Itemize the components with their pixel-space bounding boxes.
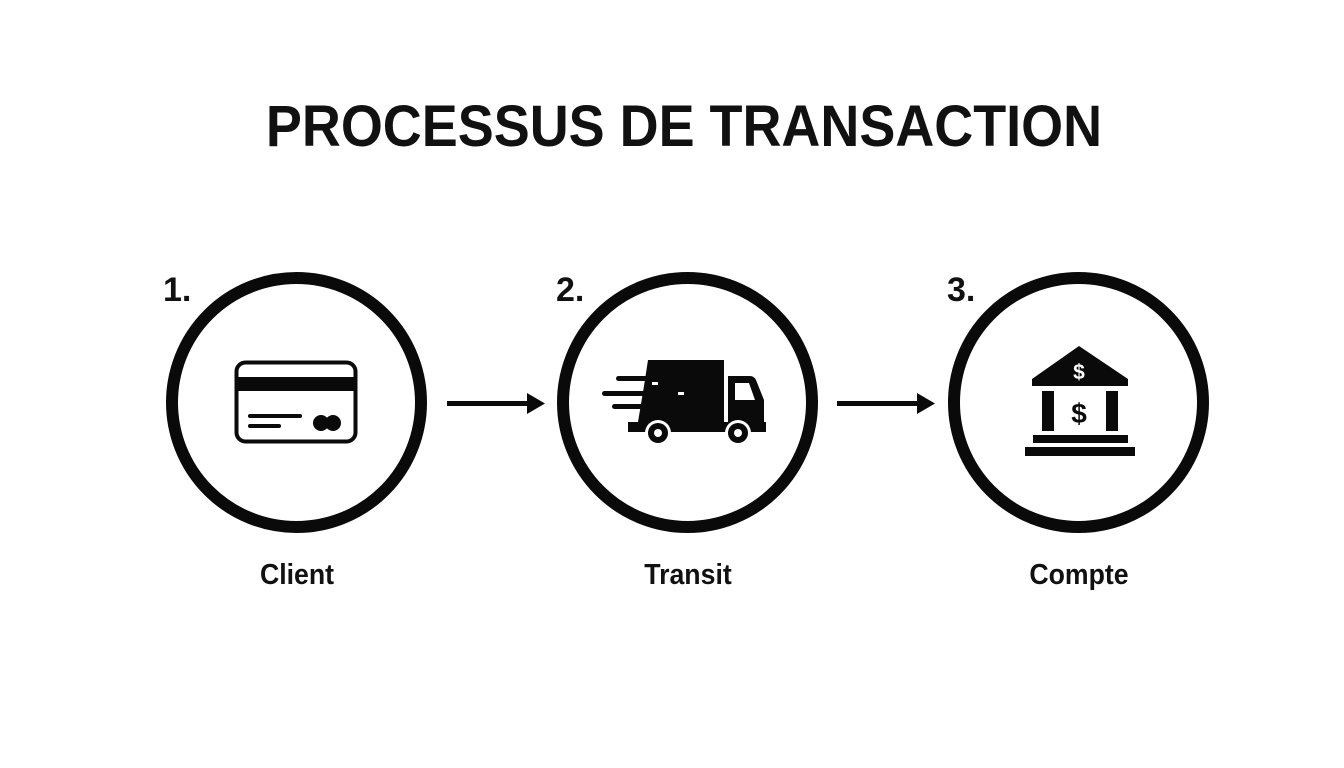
arrow-right-icon [837, 393, 935, 414]
step-label: Client [259, 559, 335, 591]
diagram-title: PROCESSUS DE TRANSACTION [265, 94, 1103, 159]
step-label: Compte [1029, 559, 1129, 591]
arrow-right-icon [447, 393, 545, 414]
body-dollar-sign: $ [1071, 398, 1087, 429]
step-label: Transit [644, 559, 732, 591]
step-number: 2. [556, 271, 585, 309]
bank-icon: $ $ [1025, 346, 1135, 456]
roof-dollar-sign: $ [1073, 361, 1085, 384]
credit-card-icon [234, 360, 358, 444]
delivery-truck-icon [602, 360, 766, 446]
step-number: 1. [163, 271, 192, 309]
step-number: 3. [947, 271, 976, 309]
